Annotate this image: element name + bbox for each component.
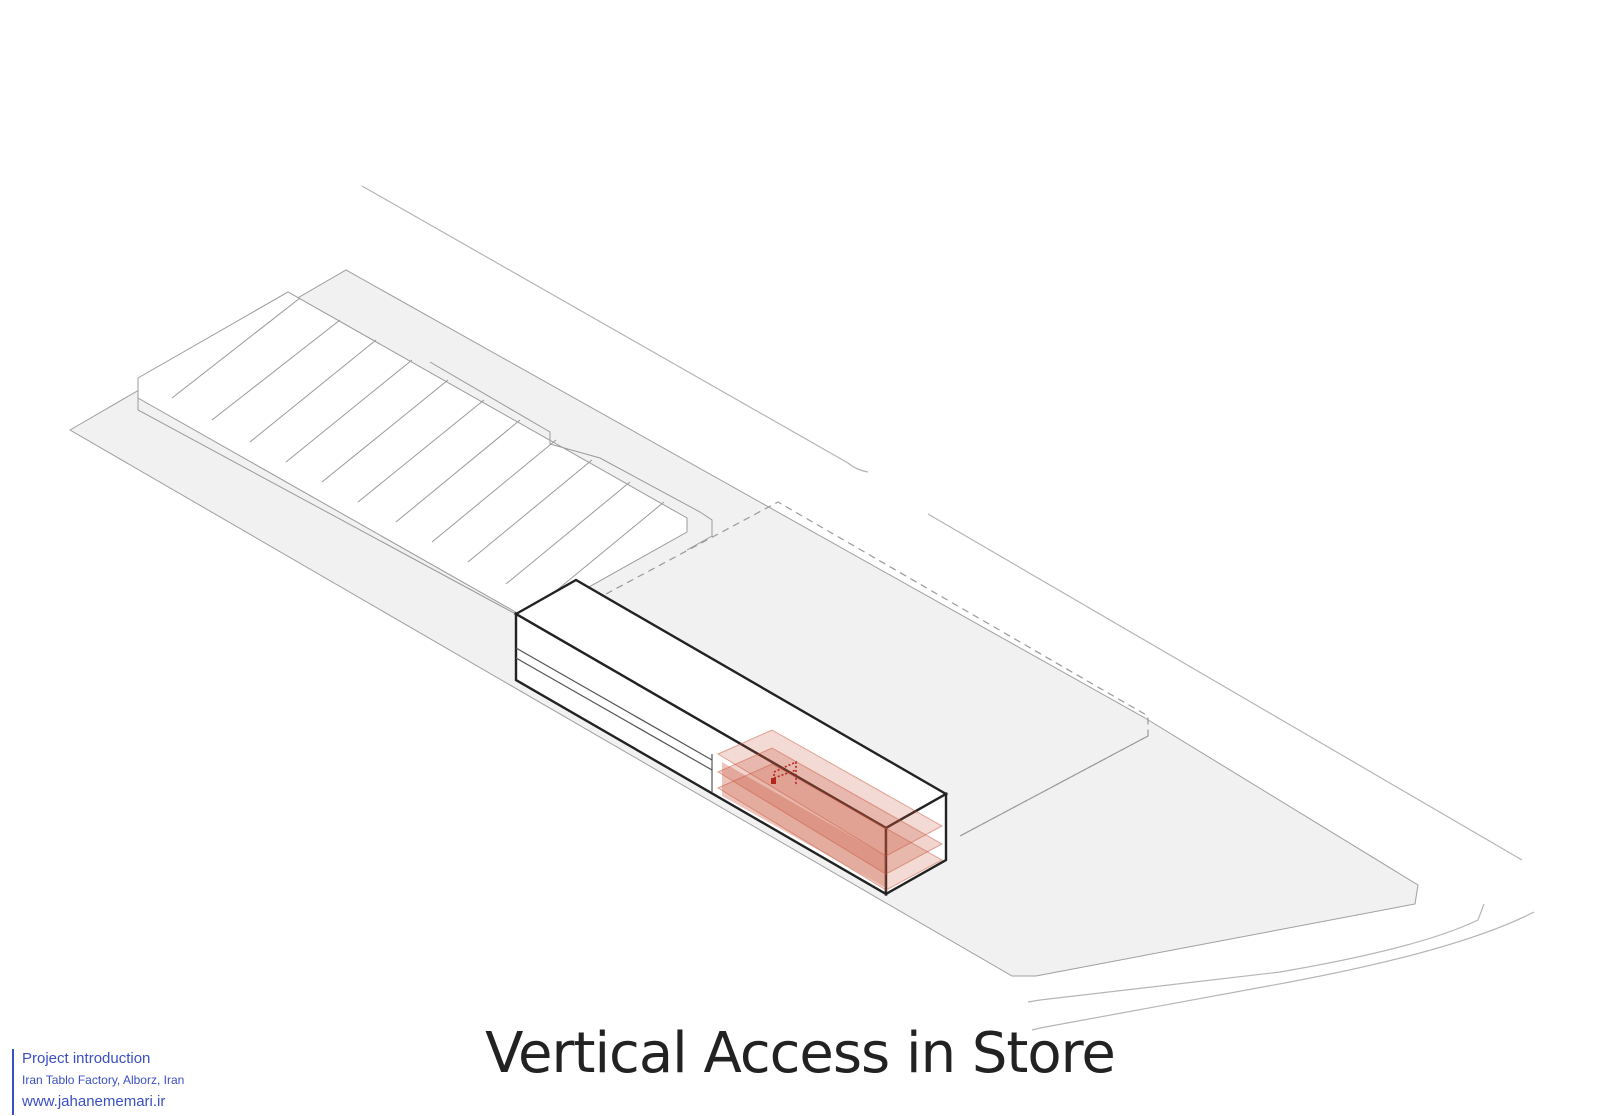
access-slab-top xyxy=(716,729,944,857)
store-building xyxy=(513,578,949,897)
credit-line-project: Project introduction xyxy=(22,1050,151,1067)
credit-block: Project introduction Iran Tablo Factory,… xyxy=(12,1049,184,1115)
road-lines xyxy=(361,185,1535,1031)
road-line-right xyxy=(927,513,1523,861)
diagram-title: Vertical Access in Store xyxy=(485,1021,1116,1086)
road-line-upper xyxy=(361,185,869,473)
access-slab-bottom xyxy=(716,763,944,891)
stair-marker xyxy=(771,778,776,784)
vertical-access-zone xyxy=(716,729,944,891)
store-floor-line-1 xyxy=(515,647,713,761)
future-extension-volume xyxy=(605,501,1149,837)
store-end-face xyxy=(884,791,948,897)
sawtooth-roof-lines xyxy=(171,297,665,605)
extension-outline xyxy=(605,501,1149,837)
access-core-volume xyxy=(722,762,886,888)
existing-factory-building xyxy=(137,291,713,621)
factory-annex xyxy=(429,361,713,551)
road-curve-inner xyxy=(1031,911,1535,1031)
road-curve-outer xyxy=(1027,903,1485,1003)
factory-roof xyxy=(137,291,688,621)
credit-line-website[interactable]: www.jahanememari.ir xyxy=(22,1093,166,1110)
store-floor-line-2 xyxy=(515,657,713,771)
credit-line-location: Iran Tablo Factory, Alborz, Iran xyxy=(22,1073,185,1087)
